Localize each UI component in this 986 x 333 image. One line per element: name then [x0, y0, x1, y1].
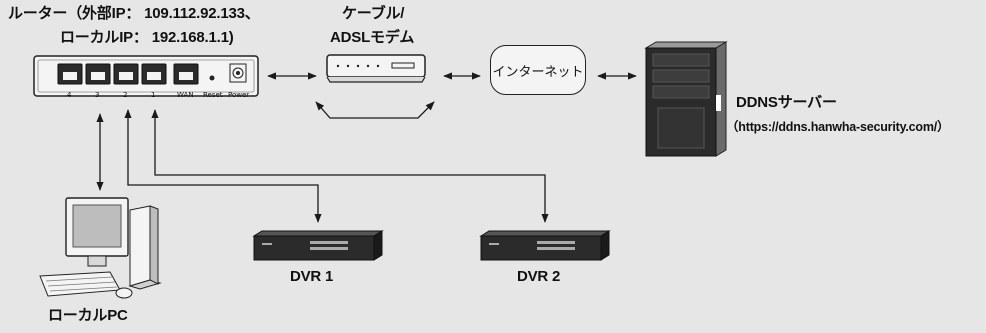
port-label-power: Power	[228, 91, 250, 99]
internet-cloud: インターネット	[490, 45, 586, 95]
local-pc-label: ローカルPC	[48, 307, 128, 324]
modem-label-line1: ケーブル/	[342, 5, 405, 22]
link-router-dvr2	[151, 109, 549, 223]
internet-label: インターネット	[492, 63, 584, 79]
port-label-2: 2	[123, 91, 128, 99]
ddns-server-url: （https://ddns.hanwha-security.com/）	[726, 120, 950, 134]
dvr1-device	[252, 230, 384, 261]
port-label-4: 4	[67, 91, 72, 99]
link-router-dvr1	[124, 109, 322, 223]
router-label-line1: ルーター（外部IP： 109.112.92.133、	[8, 5, 260, 22]
modem-device	[326, 54, 426, 83]
dvr2-device	[479, 230, 611, 261]
modem-label-line2: ADSLモデム	[330, 29, 415, 46]
ddns-server-device	[644, 41, 728, 157]
port-label-1: 1	[151, 91, 156, 99]
dvr2-label: DVR 2	[517, 268, 561, 285]
link-modem-loop	[315, 101, 435, 119]
ddns-server-label: DDNSサーバー	[736, 94, 837, 111]
port-label-wan: WAN	[177, 91, 194, 99]
local-pc-device	[39, 197, 162, 299]
router-device	[33, 55, 259, 97]
port-label-3: 3	[95, 91, 100, 99]
dvr1-label: DVR 1	[290, 268, 334, 285]
router-label-line2: ローカルIP： 192.168.1.1)	[60, 29, 234, 46]
port-label-reset: Reset	[203, 91, 223, 99]
reset-button	[209, 75, 215, 81]
